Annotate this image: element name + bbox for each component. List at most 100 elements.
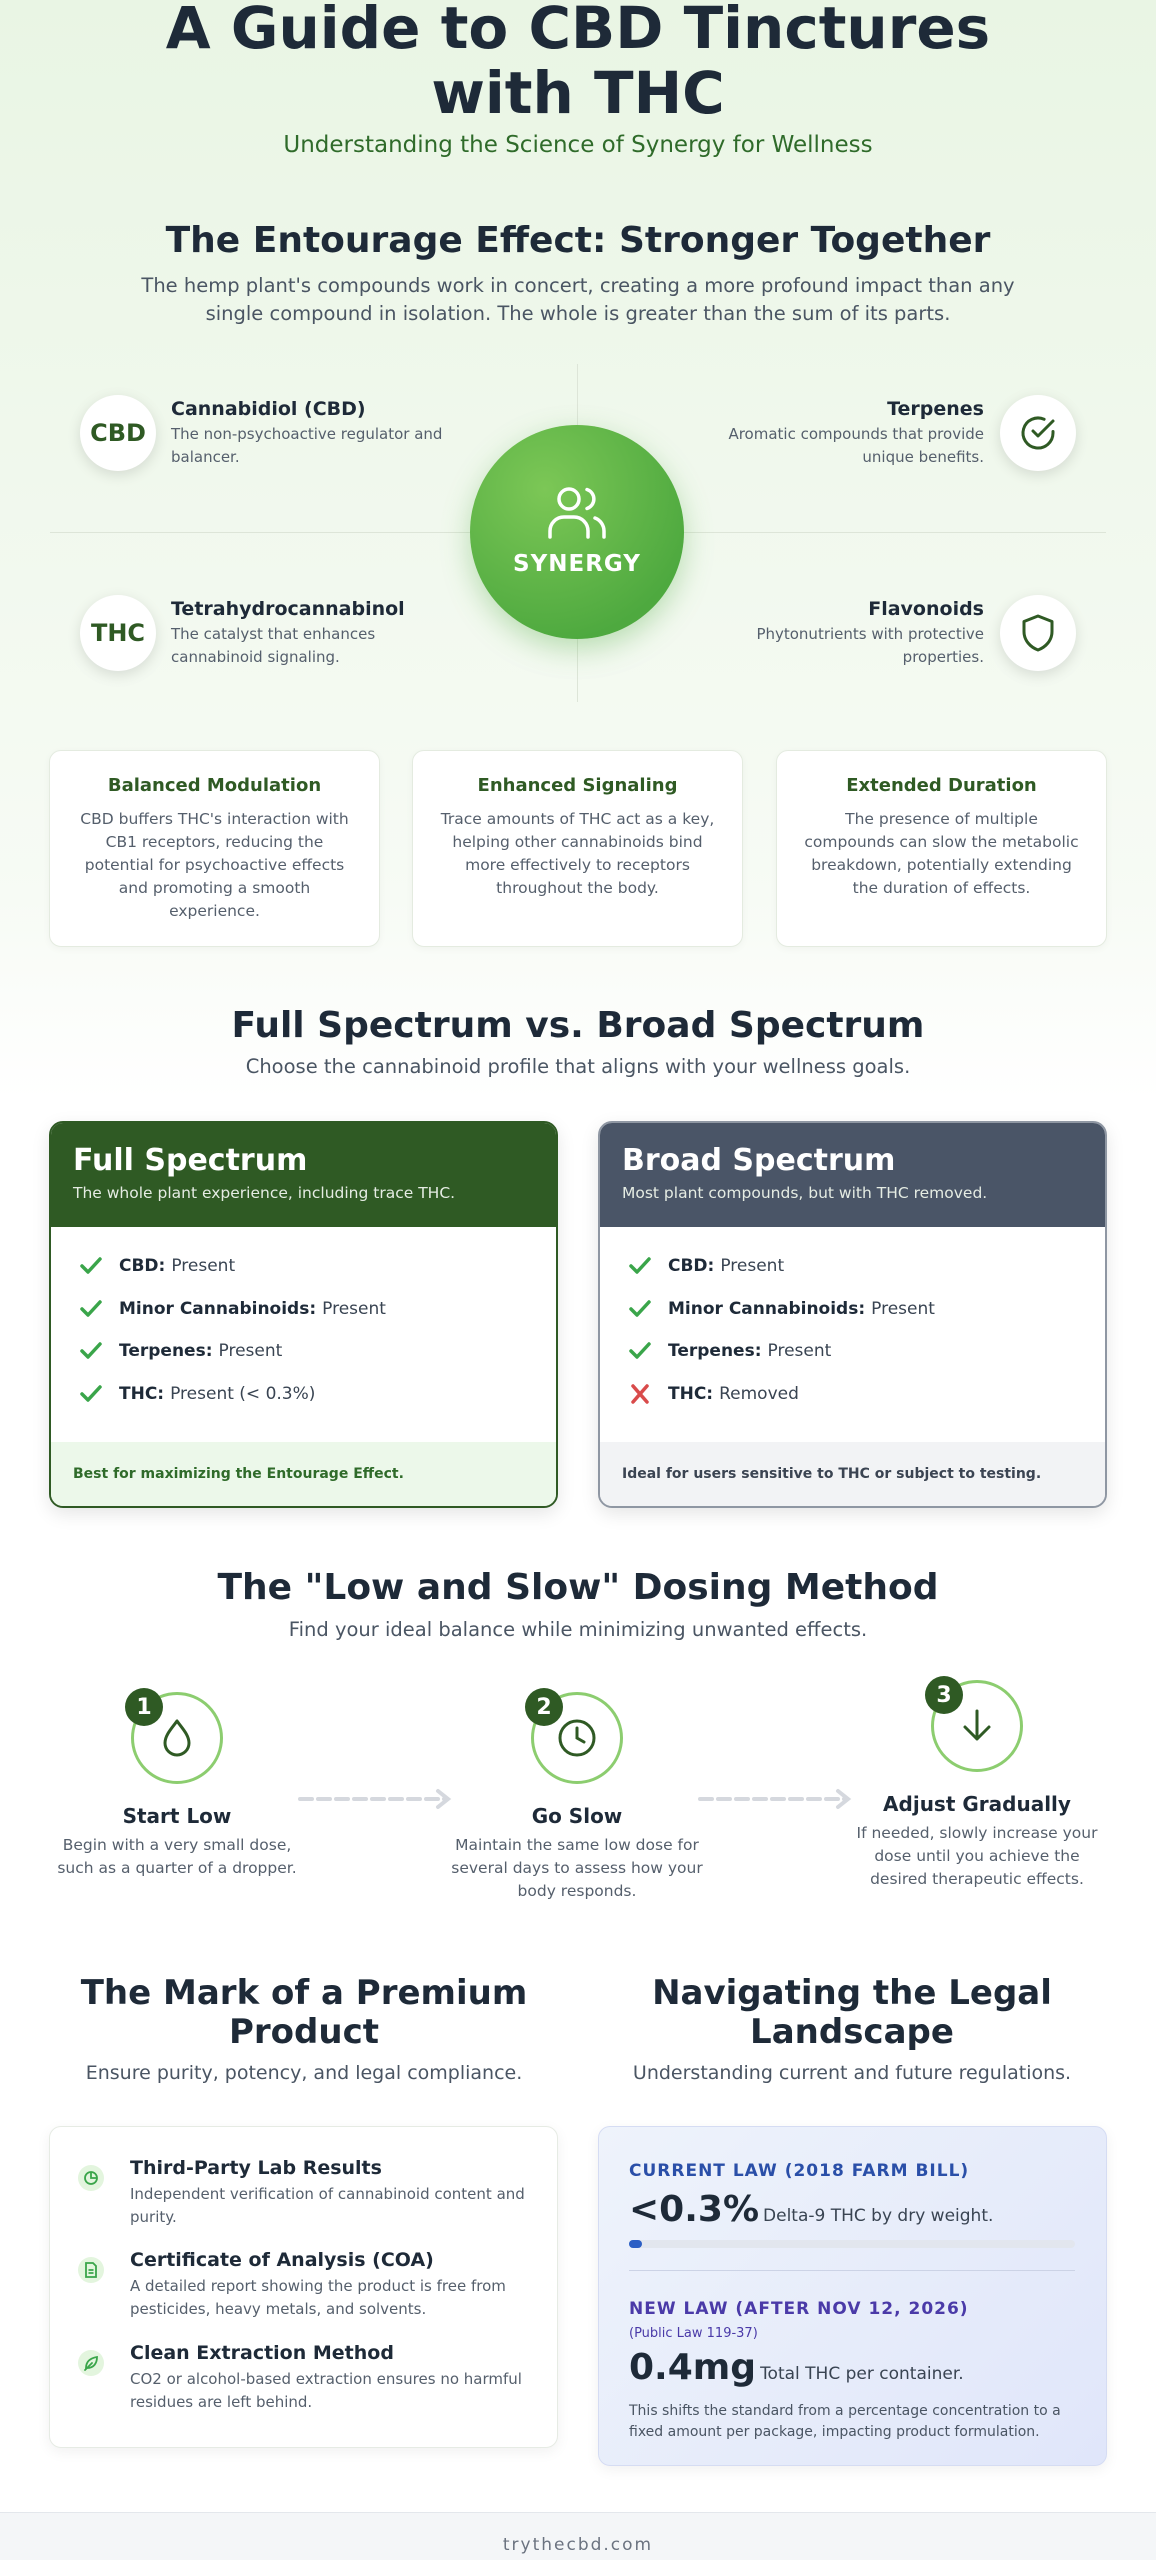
footer-site[interactable]: trythecbd.com <box>502 2535 654 2555</box>
leaf-icon <box>78 2350 104 2376</box>
spectrum-description: Choose the cannabinoid profile that alig… <box>245 1055 911 1078</box>
page-subtitle: Understanding the Science of Synergy for… <box>283 132 873 158</box>
new-law-label: NEW LAW (AFTER NOV 12, 2026) <box>629 2299 969 2319</box>
step-1-title: Start Low <box>122 1804 232 1828</box>
item-label: CBD: <box>668 1256 715 1277</box>
benefit-title: Extended Duration <box>846 775 1037 796</box>
broad-spectrum-card: Broad Spectrum Most plant compounds, but… <box>598 1121 1107 1508</box>
entourage-description: The hemp plant's compounds work in conce… <box>141 274 1015 325</box>
flavonoids-title: Flavonoids <box>868 598 984 620</box>
step-2-number: 2 <box>525 1688 563 1726</box>
check-icon <box>79 1299 119 1319</box>
current-law-bar-fill <box>629 2240 643 2248</box>
flavonoids-description: Phytonutrients with protective propertie… <box>756 625 984 666</box>
new-law-note: This shifts the standard from a percenta… <box>629 2403 1061 2440</box>
list-item: Third-Party Lab Results Independent veri… <box>78 2157 548 2229</box>
item-label: Terpenes: <box>119 1341 213 1362</box>
item-value: Present <box>871 1298 935 1319</box>
current-law-bar <box>629 2240 1075 2248</box>
cbd-badge: CBD <box>80 395 156 471</box>
full-spectrum-list: CBD:Present Minor Cannabinoids:Present T… <box>51 1227 556 1415</box>
step-1-number: 1 <box>125 1688 163 1726</box>
premium-item-description: Independent verification of cannabinoid … <box>130 2185 525 2226</box>
premium-item-title: Third-Party Lab Results <box>130 2157 382 2179</box>
synergy-label: SYNERGY <box>513 551 641 577</box>
terpenes-badge <box>1000 395 1076 471</box>
broad-spectrum-footer: Ideal for users sensitive to THC or subj… <box>600 1442 1105 1506</box>
terpenes-title: Terpenes <box>887 398 984 420</box>
list-item: Minor Cannabinoids:Present <box>79 1288 534 1331</box>
current-law-unit: Delta-9 THC by dry weight. <box>763 2206 994 2226</box>
check-icon <box>79 1384 119 1404</box>
shield-icon <box>1022 614 1054 652</box>
item-label: THC: <box>668 1383 714 1404</box>
item-value: Present <box>171 1256 236 1277</box>
check-icon <box>79 1341 119 1361</box>
divider <box>629 2270 1075 2271</box>
item-value: Present (< 0.3%) <box>170 1383 316 1404</box>
step-3-title: Adjust Gradually <box>883 1792 1071 1816</box>
item-label: Minor Cannabinoids: <box>119 1298 317 1319</box>
arrow-down-icon <box>963 1709 991 1741</box>
item-label: CBD: <box>119 1256 166 1277</box>
premium-item-title: Certificate of Analysis (COA) <box>130 2249 434 2271</box>
document-icon <box>78 2257 104 2283</box>
premium-box: Third-Party Lab Results Independent veri… <box>49 2126 558 2448</box>
broad-spectrum-tagline: Most plant compounds, but with THC remov… <box>622 1184 988 1202</box>
step-arrow-2 <box>698 1789 852 1809</box>
broad-spectrum-list: CBD:Present Minor Cannabinoids:Present T… <box>600 1227 1105 1415</box>
item-value: Removed <box>719 1383 799 1404</box>
step-arrow-1 <box>298 1789 452 1809</box>
flavonoids-badge <box>1000 595 1076 671</box>
broad-spectrum-header: Broad Spectrum Most plant compounds, but… <box>600 1123 1105 1227</box>
step-2-title: Go Slow <box>531 1804 623 1828</box>
new-law-sublabel: (Public Law 119-37) <box>629 2326 758 2341</box>
full-spectrum-card: Full Spectrum The whole plant experience… <box>49 1121 558 1508</box>
terpenes-description: Aromatic compounds that provide unique b… <box>728 425 984 466</box>
thc-badge: THC <box>80 595 156 671</box>
current-law-label: CURRENT LAW (2018 FARM BILL) <box>629 2161 970 2181</box>
check-icon <box>628 1256 668 1276</box>
current-law-value: <0.3% <box>629 2189 760 2230</box>
full-spectrum-tagline: The whole plant experience, including tr… <box>73 1184 456 1202</box>
list-item: Clean Extraction Method CO2 or alcohol-b… <box>78 2342 548 2414</box>
clock-icon <box>558 1719 596 1757</box>
item-value: Present <box>720 1256 785 1277</box>
cross-icon <box>628 1384 668 1404</box>
premium-title: The Mark of a Premium Product <box>80 1973 528 2053</box>
synergy-circle: SYNERGY <box>470 425 684 639</box>
item-label: Terpenes: <box>668 1341 762 1362</box>
thc-title: Tetrahydrocannabinol <box>171 598 405 620</box>
list-item: CBD:Present <box>79 1245 534 1288</box>
list-item: Minor Cannabinoids:Present <box>628 1288 1083 1331</box>
check-icon <box>628 1341 668 1361</box>
item-label: THC: <box>119 1383 165 1404</box>
benefit-title: Balanced Modulation <box>107 775 322 796</box>
list-item: Terpenes:Present <box>79 1330 534 1373</box>
list-item: THC:Present (< 0.3%) <box>79 1373 534 1416</box>
full-spectrum-header: Full Spectrum The whole plant experience… <box>51 1123 556 1227</box>
pie-chart-icon <box>78 2165 104 2191</box>
users-icon <box>548 487 606 539</box>
benefit-card: Enhanced Signaling Trace amounts of THC … <box>412 750 743 947</box>
item-value: Present <box>322 1298 386 1319</box>
thc-description: The catalyst that enhances cannabinoid s… <box>171 625 376 666</box>
broad-spectrum-name: Broad Spectrum <box>622 1143 896 1178</box>
benefit-card: Balanced Modulation CBD buffers THC's in… <box>49 750 380 947</box>
legal-box: CURRENT LAW (2018 FARM BILL) <0.3%Delta-… <box>598 2126 1107 2466</box>
droplet-icon <box>163 1719 191 1757</box>
benefit-description: CBD buffers THC's interaction with CB1 r… <box>80 810 349 920</box>
legal-title: Navigating the Legal Landscape <box>652 1973 1052 2053</box>
step-2-description: Maintain the same low dose for several d… <box>451 1836 703 1900</box>
current-law-value-row: <0.3%Delta-9 THC by dry weight. <box>629 2189 993 2230</box>
cbd-title: Cannabidiol (CBD) <box>171 398 366 420</box>
benefit-description: Trace amounts of THC act as a key, helpi… <box>440 810 715 897</box>
footer: trythecbd.com <box>0 2512 1156 2560</box>
full-spectrum-name: Full Spectrum <box>73 1143 308 1178</box>
list-item: Terpenes:Present <box>628 1330 1083 1373</box>
cbd-description: The non-psychoactive regulator and balan… <box>171 425 443 466</box>
dosing-description: Find your ideal balance while minimizing… <box>288 1618 868 1641</box>
list-item: THC:Removed <box>628 1373 1083 1416</box>
premium-subtitle: Ensure purity, potency, and legal compli… <box>85 2062 523 2084</box>
